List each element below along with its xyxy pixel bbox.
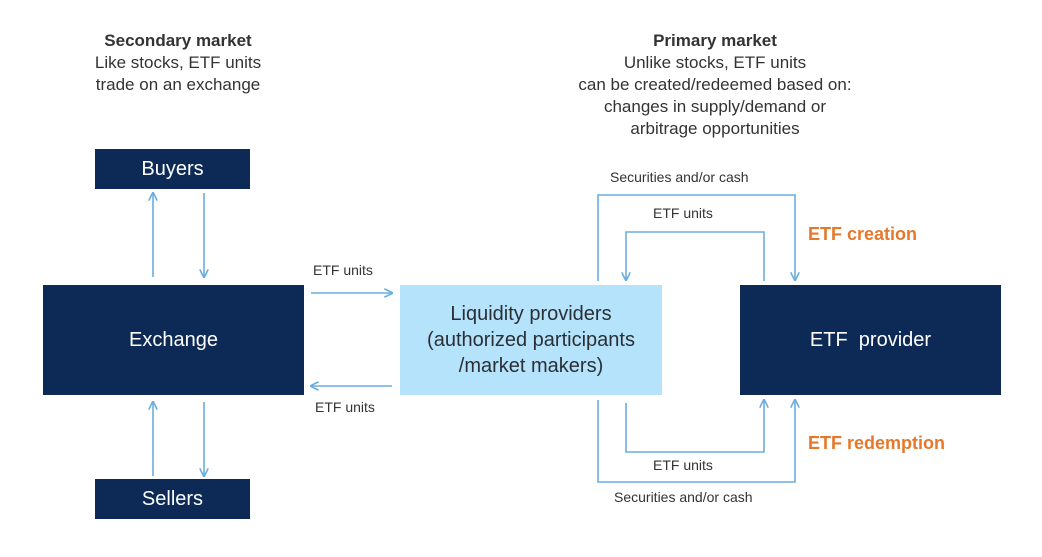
secondary-market-title: Secondary market — [104, 31, 252, 50]
etf-units-to-exchange-label: ETF units — [315, 399, 375, 415]
sellers-label: Sellers — [141, 487, 204, 510]
arrow-redemption-etf-units — [625, 400, 764, 453]
arrow-creation-securities — [597, 194, 795, 281]
exchange-label: Exchange — [129, 328, 218, 351]
arrow-creation-etf-units — [626, 231, 765, 281]
etf-redemption-label: ETF redemption — [808, 433, 946, 453]
primary-market-desc-line: can be created/redeemed based on: — [578, 75, 852, 94]
liquidity-providers-box: Liquidity providers (authorized particip… — [400, 285, 662, 395]
redemption-securities-label: Securities and/or cash — [614, 489, 753, 505]
liquidity-providers-line: (authorized participants — [427, 329, 635, 351]
redemption-etf-units-label: ETF units — [653, 457, 713, 473]
etf-provider-label: ETF provider — [809, 328, 932, 351]
primary-market-heading: Primary market Unlike stocks, ETF units … — [540, 30, 890, 140]
primary-market-desc-line: Unlike stocks, ETF units — [623, 53, 807, 72]
exchange-box: Exchange — [43, 285, 304, 395]
etf-creation-label: ETF creation — [808, 224, 918, 244]
liquidity-providers-line: Liquidity providers — [450, 303, 612, 325]
buyers-box: Buyers — [95, 149, 250, 189]
primary-market-desc-line: arbitrage opportunities — [630, 119, 800, 138]
primary-market-desc-line: changes in supply/demand or — [603, 97, 827, 116]
liquidity-providers-line: /market makers) — [458, 355, 604, 377]
etf-provider-box: ETF provider — [740, 285, 1001, 395]
creation-securities-label: Securities and/or cash — [610, 169, 749, 185]
etf-units-to-lp-label: ETF units — [313, 262, 373, 278]
secondary-market-heading: Secondary market Like stocks, ETF units … — [63, 30, 293, 96]
secondary-market-desc-line: trade on an exchange — [95, 75, 261, 94]
secondary-market-desc-line: Like stocks, ETF units — [94, 53, 262, 72]
creation-etf-units-label: ETF units — [653, 205, 713, 221]
buyers-label: Buyers — [141, 157, 204, 180]
arrow-redemption-securities — [597, 400, 795, 483]
sellers-box: Sellers — [95, 479, 250, 519]
primary-market-title: Primary market — [653, 31, 777, 50]
